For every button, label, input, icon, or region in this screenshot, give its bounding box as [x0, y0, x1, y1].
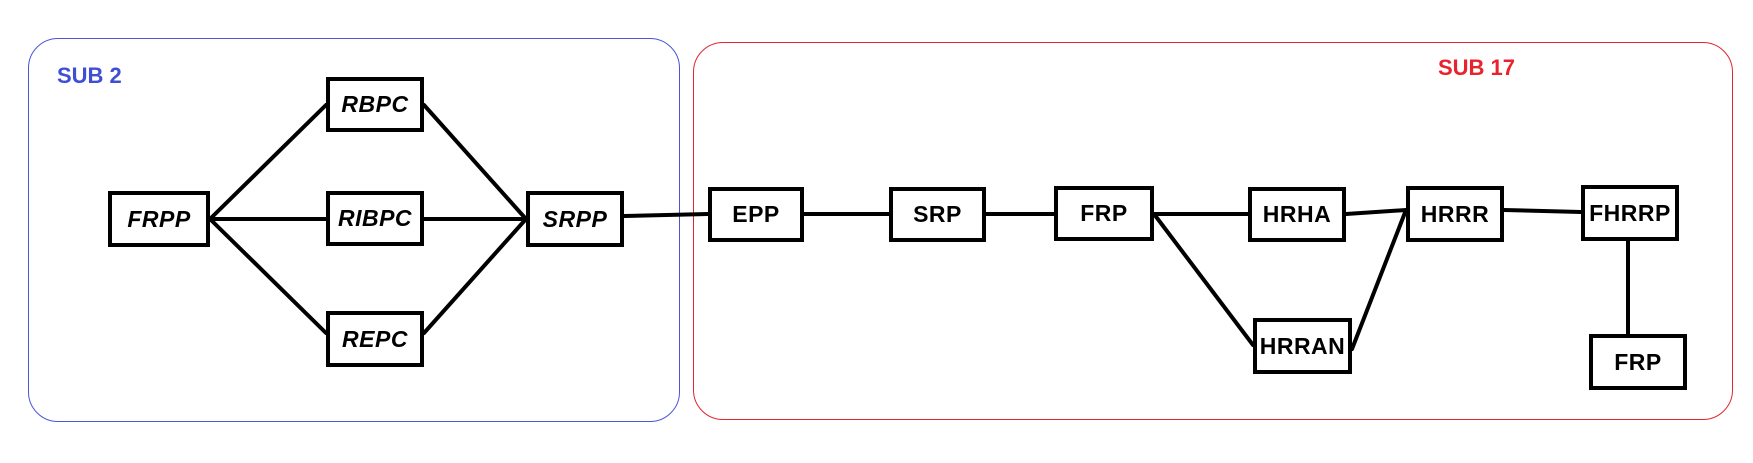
edge-rbpc-srpp: [422, 103, 528, 221]
edge-hrran-hrrr: [1350, 208, 1408, 351]
node-frp-bottom[interactable]: FRP: [1589, 334, 1687, 390]
node-frpp[interactable]: FRPP: [108, 191, 210, 247]
node-fhrrp[interactable]: FHRRP: [1581, 185, 1679, 241]
node-frp-main[interactable]: FRP: [1054, 186, 1154, 241]
node-srpp[interactable]: SRPP: [526, 191, 624, 247]
edge-repc-srpp: [422, 217, 528, 335]
edge-frp-hrran: [1152, 212, 1255, 347]
node-ribpc[interactable]: RIBPC: [326, 191, 424, 246]
group-label-sub-17: SUB 17: [1438, 55, 1516, 80]
node-srp[interactable]: SRP: [889, 187, 986, 242]
node-epp[interactable]: EPP: [708, 187, 804, 242]
node-rbpc[interactable]: RBPC: [326, 77, 424, 132]
group-label-sub-2: SUB 2: [57, 63, 122, 88]
group-sub-17: [693, 42, 1733, 420]
edge-hrrr-fhrrp: [1502, 208, 1583, 214]
node-hrrr[interactable]: HRRR: [1406, 186, 1504, 242]
edge-frpp-rbpc: [208, 103, 328, 221]
node-hrran[interactable]: HRRAN: [1253, 318, 1352, 374]
edge-frpp-repc: [208, 217, 328, 335]
node-repc[interactable]: REPC: [326, 311, 424, 367]
node-hrha[interactable]: HRHA: [1248, 187, 1346, 242]
group-sub-2: [28, 38, 680, 422]
edge-hrha-hrrr: [1344, 208, 1408, 216]
edge-srpp-epp: [622, 212, 710, 218]
